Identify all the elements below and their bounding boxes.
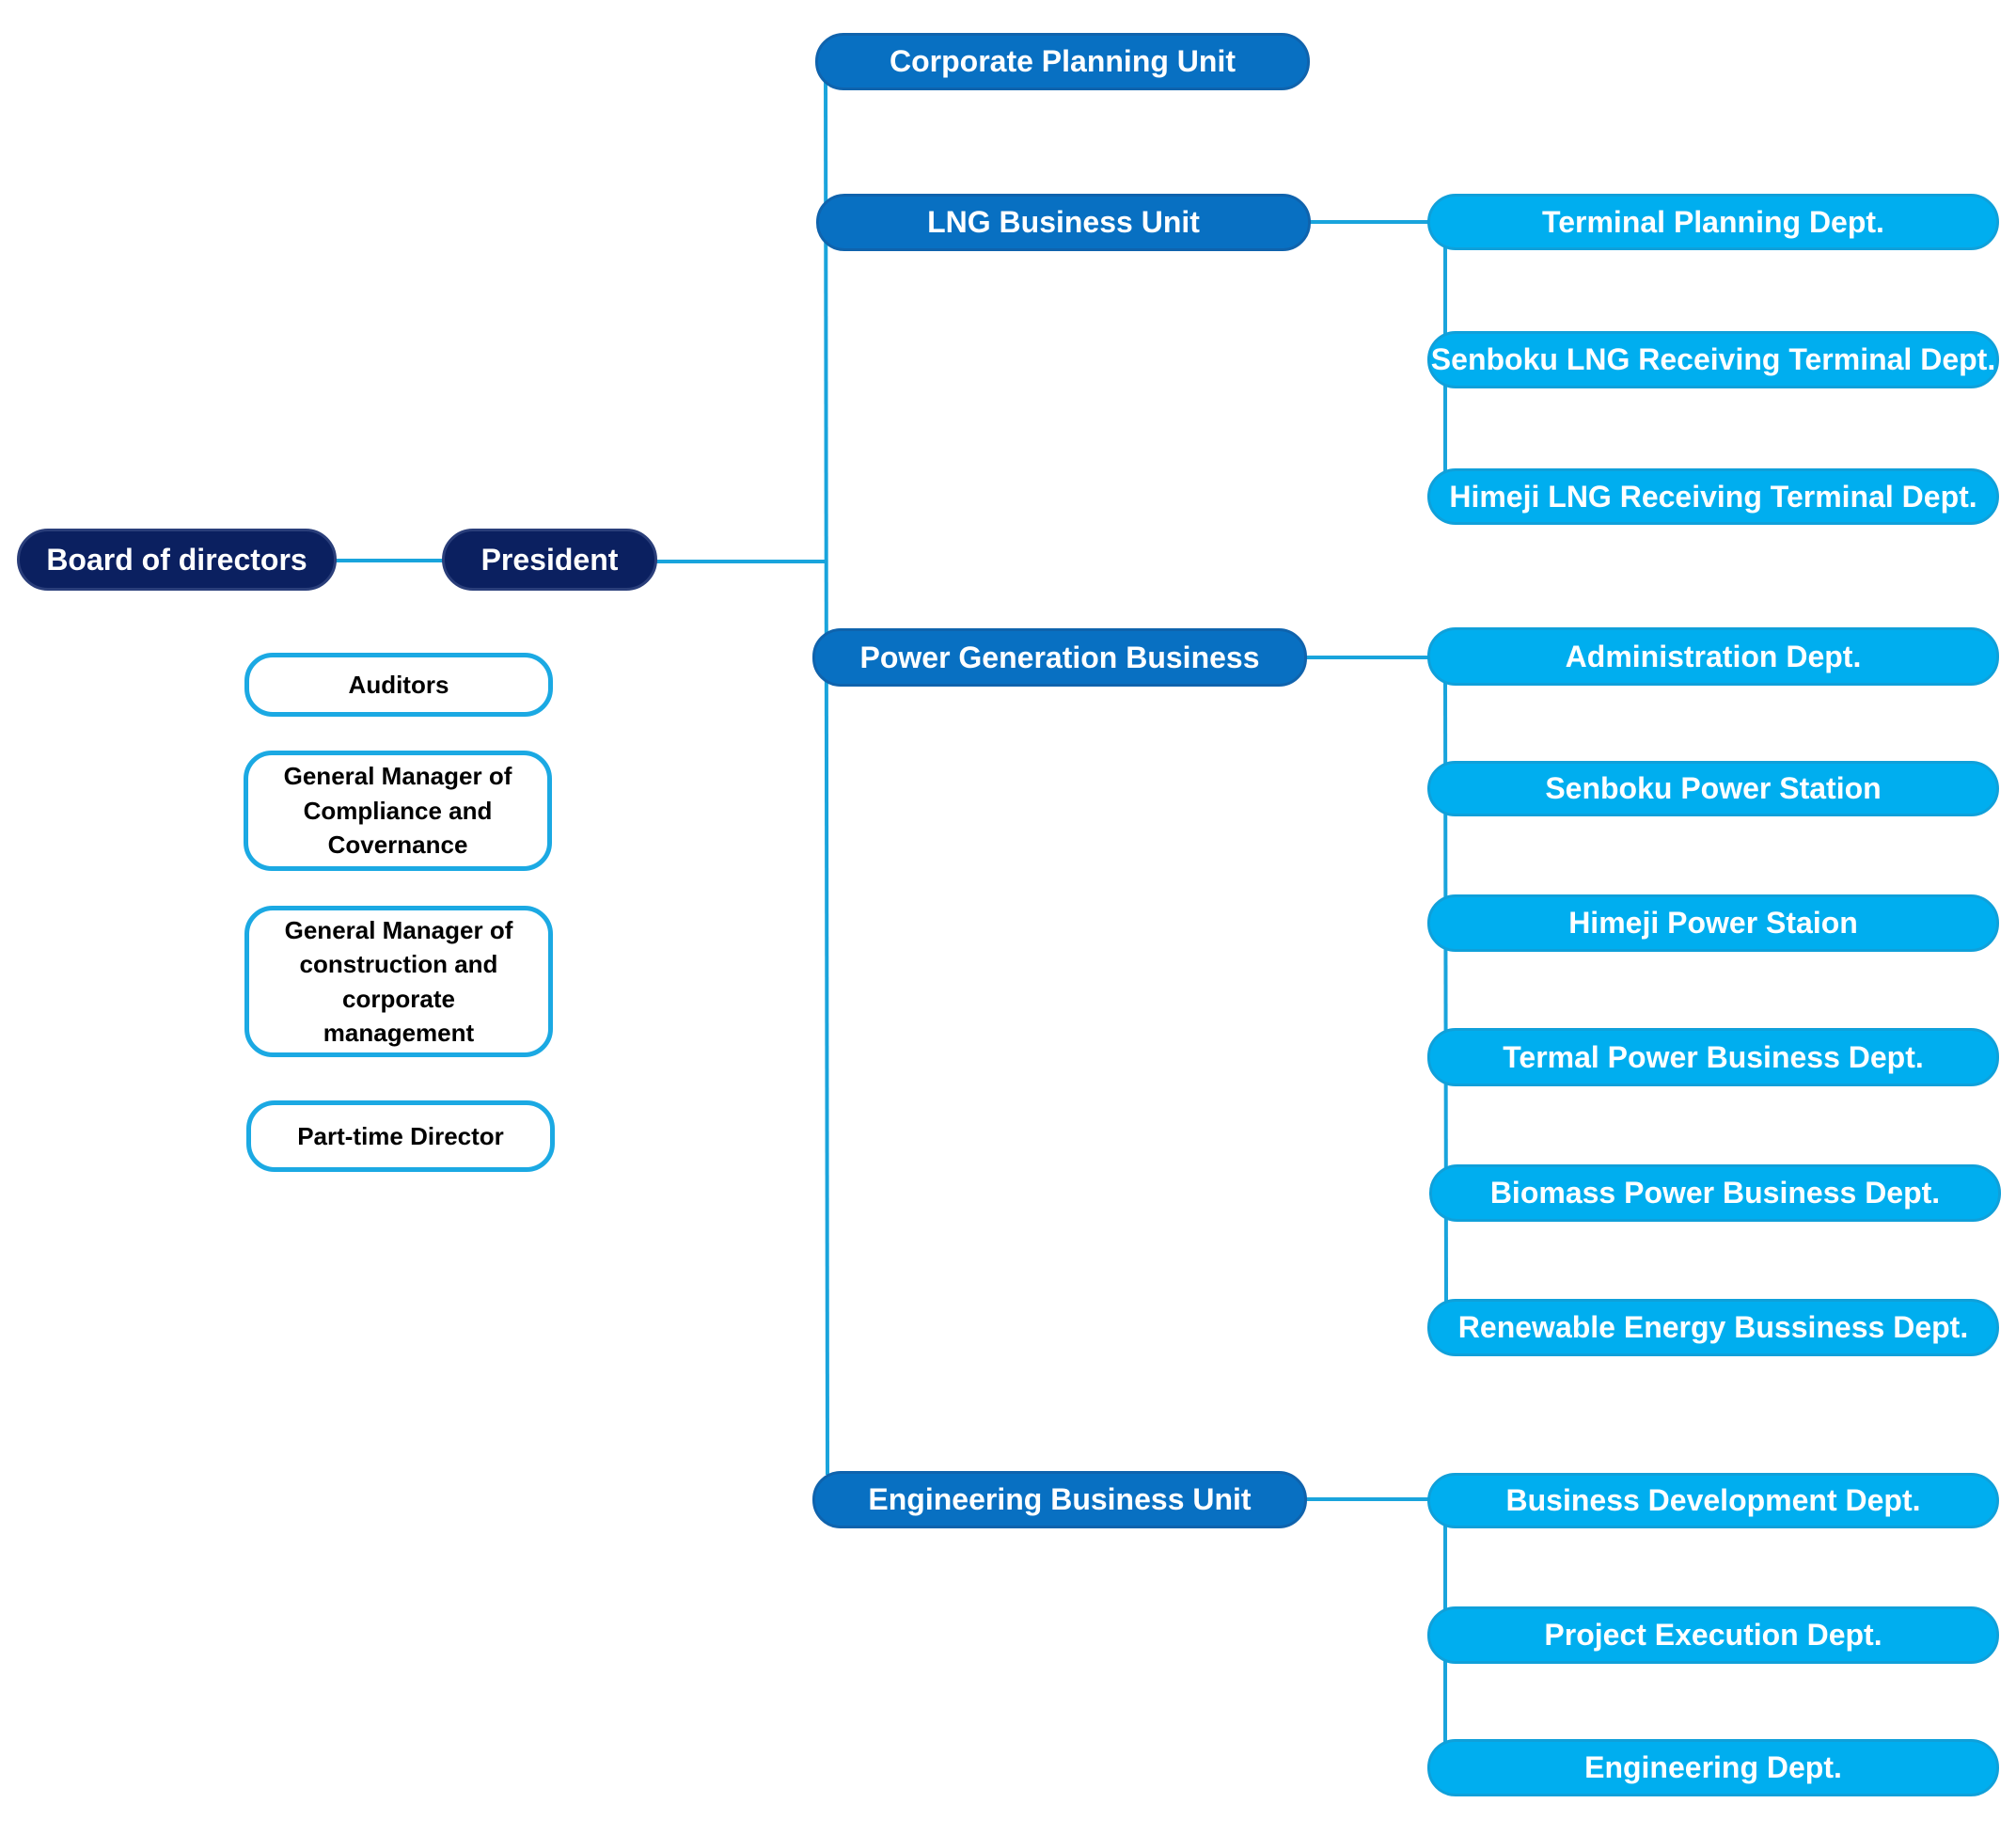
part-time-director-label: Part-time Director (297, 1121, 504, 1150)
biomass-power-business-dept-box: Biomass Power Business Dept. (1429, 1164, 2001, 1222)
senboku-lng-terminal-dept-label: Senboku LNG Receiving Terminal Dept. (1430, 342, 1996, 376)
himeji-power-station-label: Himeji Power Staion (1568, 906, 1858, 940)
president-label: President (480, 542, 619, 577)
gm-compliance-box: General Manager of Compliance and Covern… (244, 751, 552, 871)
business-development-dept-label: Business Development Dept. (1505, 1483, 1921, 1517)
part-time-director-box: Part-time Director (246, 1100, 555, 1172)
himeji-lng-terminal-dept-box: Himeji LNG Receiving Terminal Dept. (1427, 468, 1999, 525)
thermal-power-business-dept-box: Termal Power Business Dept. (1427, 1028, 1999, 1086)
business-development-dept-box: Business Development Dept. (1427, 1473, 1999, 1528)
senboku-lng-terminal-dept-box: Senboku LNG Receiving Terminal Dept. (1427, 331, 1999, 388)
president-box: President (442, 529, 657, 591)
lng-business-unit-box: LNG Business Unit (816, 194, 1311, 251)
biomass-power-business-dept-label: Biomass Power Business Dept. (1489, 1176, 1941, 1210)
senboku-power-station-box: Senboku Power Station (1427, 761, 1999, 816)
units-vertical-connector (823, 56, 830, 1476)
project-execution-dept-box: Project Execution Dept. (1427, 1606, 1999, 1664)
auditors-box: Auditors (244, 653, 553, 717)
renewable-energy-business-dept-label: Renewable Energy Bussiness Dept. (1457, 1310, 1969, 1344)
project-execution-dept-label: Project Execution Dept. (1544, 1618, 1882, 1652)
senboku-power-station-label: Senboku Power Station (1545, 771, 1882, 805)
corporate-planning-unit-label: Corporate Planning Unit (890, 44, 1236, 78)
board-of-directors-box: Board of directors (17, 529, 337, 591)
gm-construction-box: General Manager of construction and corp… (244, 906, 553, 1057)
engineering-dept-label: Engineering Dept. (1584, 1750, 1842, 1784)
himeji-power-station-box: Himeji Power Staion (1427, 894, 1999, 952)
renewable-energy-business-dept-box: Renewable Energy Bussiness Dept. (1427, 1299, 1999, 1356)
engineering-business-unit-box: Engineering Business Unit (812, 1471, 1307, 1528)
auditors-label: Auditors (348, 670, 449, 699)
administration-dept-box: Administration Dept. (1427, 627, 1999, 686)
thermal-power-business-dept-label: Termal Power Business Dept. (1503, 1039, 1924, 1074)
himeji-lng-terminal-dept-label: Himeji LNG Receiving Terminal Dept. (1449, 479, 1977, 514)
terminal-planning-dept-label: Terminal Planning Dept. (1542, 204, 1884, 239)
engineering-dept-box: Engineering Dept. (1427, 1739, 1999, 1796)
administration-dept-label: Administration Dept. (1565, 639, 1862, 673)
board-of-directors-label: Board of directors (46, 542, 307, 577)
terminal-planning-dept-box: Terminal Planning Dept. (1427, 194, 1999, 250)
gm-compliance-label: General Manager of Compliance and Covern… (283, 762, 512, 860)
power-generation-business-label: Power Generation Business (859, 640, 1260, 674)
engineering-business-unit-label: Engineering Business Unit (868, 1482, 1252, 1516)
gm-construction-label: General Manager of construction and corp… (284, 915, 513, 1047)
corporate-planning-unit-box: Corporate Planning Unit (815, 33, 1310, 90)
lng-business-unit-label: LNG Business Unit (927, 205, 1200, 239)
power-generation-business-box: Power Generation Business (812, 628, 1307, 687)
